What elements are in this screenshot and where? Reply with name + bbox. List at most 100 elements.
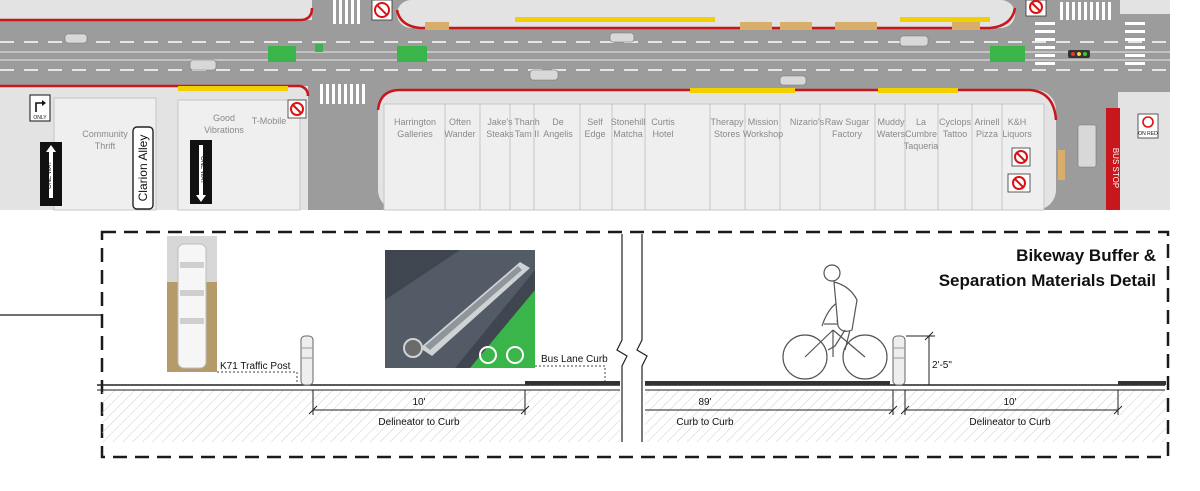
business-label: Thanh xyxy=(514,117,540,127)
detail-view: Bikeway Buffer & Separation Materials De… xyxy=(0,230,1170,459)
business-label: De xyxy=(552,117,564,127)
delineator-post-icon xyxy=(300,335,314,386)
building-block-middle xyxy=(383,103,1045,211)
one-way-text: ONE WAY xyxy=(199,156,205,184)
traffic-signal-icon xyxy=(1068,50,1090,58)
cars xyxy=(64,32,929,86)
business-label: Cyclops xyxy=(939,117,972,127)
height-value: 2'-5" xyxy=(932,360,952,371)
business-label: Liquors xyxy=(1002,129,1032,139)
bus-zone-top xyxy=(515,17,715,22)
crosswalks xyxy=(320,0,1145,104)
business-label: Tam II xyxy=(515,129,540,139)
business-label: Self xyxy=(587,117,603,127)
business-label: Waters xyxy=(877,129,906,139)
no-turn-on-red-sign: ON RED xyxy=(1137,113,1159,139)
cyclist-icon xyxy=(782,264,888,380)
business-label: Wander xyxy=(444,129,475,139)
buffer-tan xyxy=(1058,150,1065,180)
bus xyxy=(1077,124,1097,168)
parking-buffers xyxy=(425,22,980,30)
business-label: Stonehill xyxy=(611,117,646,127)
business-label: Cumbre xyxy=(905,129,937,139)
dim1-value: 10' xyxy=(412,397,425,408)
business-label: Good xyxy=(213,113,235,123)
business-label: Jake's xyxy=(487,117,513,127)
bus-zone-bottom-2 xyxy=(878,88,958,93)
curb-leader-line xyxy=(535,365,606,381)
one-way-sign-left: ONE WAY xyxy=(40,142,62,206)
only-sign-text: ONLY xyxy=(33,115,47,121)
post-leader-line xyxy=(217,371,298,385)
business-label: Matcha xyxy=(613,129,643,139)
dim2-label: Curb to Curb xyxy=(676,417,734,428)
no-turn-sign-icon xyxy=(1007,173,1031,193)
detail-title-line2: Separation Materials Detail xyxy=(939,271,1156,290)
business-label: Factory xyxy=(832,129,863,139)
business-label: Mission xyxy=(748,117,779,127)
business-label: Pizza xyxy=(976,129,998,139)
business-label: Edge xyxy=(584,129,605,139)
business-label: Raw Sugar xyxy=(825,117,870,127)
business-label: Therapy xyxy=(710,117,744,127)
business-label: Angelis xyxy=(543,129,573,139)
no-turn-sign-icon xyxy=(287,99,307,119)
height-dimension xyxy=(906,331,935,385)
red-curb-bottom-left xyxy=(0,84,310,97)
dim3-value: 10' xyxy=(1003,397,1016,408)
section-break-lines xyxy=(616,234,648,442)
street-name-sign: Clarion Alley xyxy=(132,126,154,210)
bus-stop-label: BUS STOP xyxy=(1111,148,1120,188)
building-dividers xyxy=(444,104,1003,210)
on-red-text: ON RED xyxy=(1138,131,1158,137)
no-turn-sign-icon xyxy=(371,0,393,21)
dim3-label: Delineator to Curb xyxy=(969,417,1051,428)
business-label: Harrington xyxy=(394,117,436,127)
traffic-post-photo xyxy=(167,236,217,372)
dim1-label: Delineator to Curb xyxy=(378,417,460,428)
sidewalk-top-right xyxy=(1120,0,1170,14)
business-label: Often xyxy=(449,117,471,127)
business-label: Steaks xyxy=(486,129,514,139)
bus-zone-top-right xyxy=(900,17,990,22)
dim2-value: 89' xyxy=(698,397,711,408)
right-turn-only-sign: ONLY xyxy=(29,94,51,122)
dimension-lines xyxy=(308,390,1123,415)
red-curb-top-middle xyxy=(395,7,1017,30)
bus-lane-curb-photo xyxy=(385,250,535,368)
delineator-post-icon xyxy=(892,335,906,386)
red-curb-top-left xyxy=(0,7,314,22)
curb-blocks xyxy=(525,381,1166,385)
business-label: Curtis xyxy=(651,117,675,127)
business-label: Nizario's xyxy=(790,117,825,127)
curb-label: Bus Lane Curb xyxy=(541,354,608,365)
no-turn-sign-icon xyxy=(1011,147,1031,167)
bus-stop-zone: BUS STOP xyxy=(1106,108,1120,210)
detail-frame xyxy=(100,230,1170,459)
business-label: La xyxy=(916,117,926,127)
ground-hatch-left xyxy=(102,390,620,442)
sidewalk-top-middle xyxy=(397,0,1015,28)
detail-title-line1: Bikeway Buffer & xyxy=(1016,246,1156,265)
business-label: Taqueria xyxy=(904,141,939,151)
business-label: Muddy xyxy=(877,117,905,127)
street-name-label: Clarion Alley xyxy=(136,135,150,202)
green-bike-boxes xyxy=(268,44,1025,62)
no-turn-sign-icon xyxy=(1025,0,1047,17)
business-label: Tattoo xyxy=(943,129,968,139)
plan-view: Clarion Alley ONE WAY ONE WAY ONLY xyxy=(0,0,1170,211)
sidewalk-top-left xyxy=(0,0,312,20)
business-label: Stores xyxy=(714,129,741,139)
business-label: Arinell xyxy=(974,117,999,127)
sidewalk-bottom-right xyxy=(1118,92,1170,210)
bus-zone-bottom xyxy=(690,88,795,93)
business-label: Thrift xyxy=(95,141,116,151)
post-label: K71 Traffic Post xyxy=(220,361,291,372)
business-label: Vibrations xyxy=(204,125,244,135)
business-label: Hotel xyxy=(652,129,673,139)
business-label: T-Mobile xyxy=(252,116,287,126)
business-label: Workshop xyxy=(743,129,783,139)
business-label: K&H xyxy=(1008,117,1027,127)
